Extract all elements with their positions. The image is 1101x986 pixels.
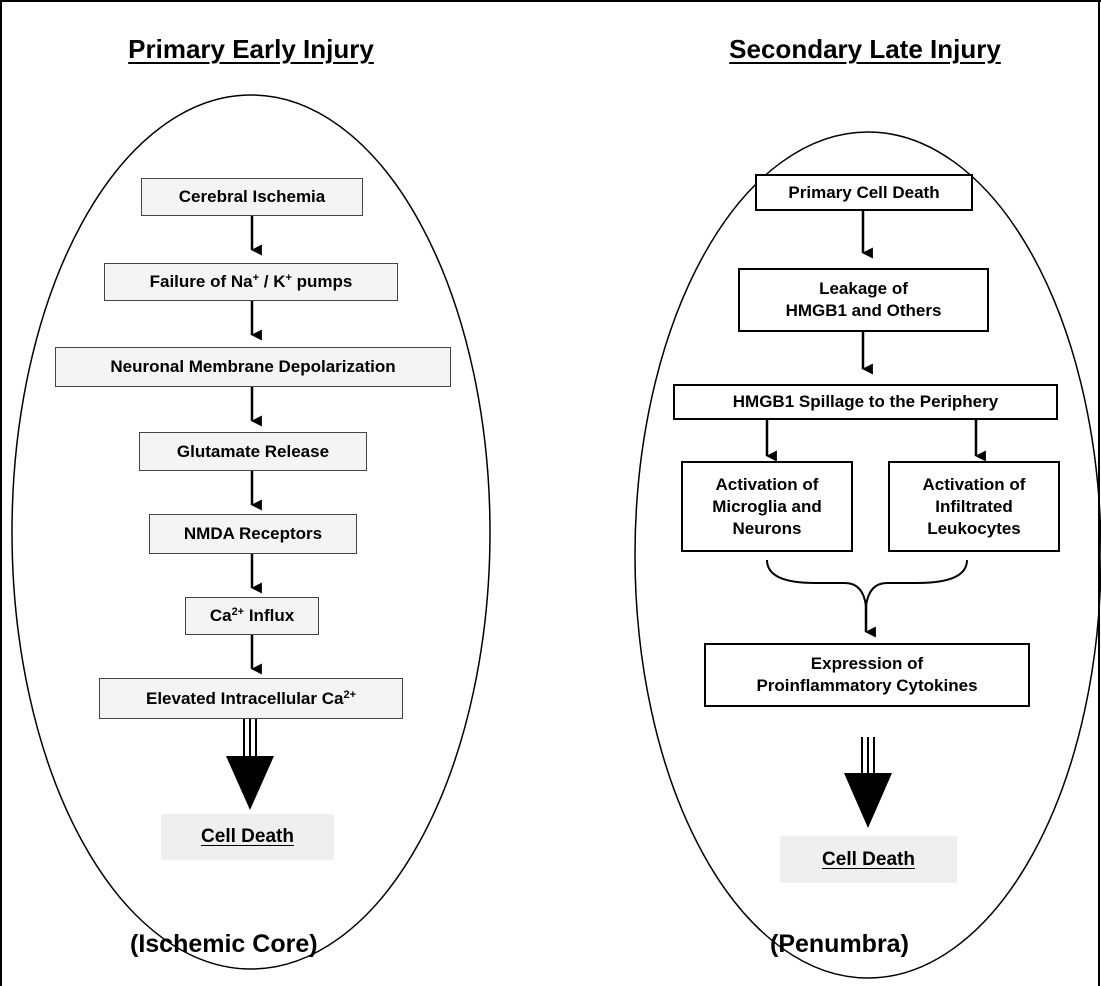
step-primary-cell-death: Primary Cell Death bbox=[755, 174, 973, 211]
ischemic-core-ellipse bbox=[11, 94, 491, 970]
penumbra-ellipse bbox=[634, 131, 1101, 979]
step-elevated-calcium-label: Elevated Intracellular Ca2+ bbox=[145, 688, 357, 708]
step-hmgb1-spillage-label: HMGB1 Spillage to the Periphery bbox=[732, 392, 999, 411]
step-pump-failure: Failure of Na+ / K+ pumps bbox=[104, 263, 398, 301]
step-hmgb1-spillage: HMGB1 Spillage to the Periphery bbox=[673, 384, 1058, 420]
step-glutamate-release-label: Glutamate Release bbox=[176, 441, 330, 461]
step-cerebral-ischemia-label: Cerebral Ischemia bbox=[178, 187, 326, 206]
step-nmda-receptors: NMDA Receptors bbox=[149, 514, 357, 554]
step-primary-cell-death-label: Primary Cell Death bbox=[788, 182, 940, 202]
merge-brace bbox=[766, 559, 968, 607]
step-calcium-influx-label: Ca2+ Influx bbox=[209, 606, 295, 625]
step-elevated-calcium: Elevated Intracellular Ca2+ bbox=[99, 678, 403, 719]
cell-death-right: Cell Death bbox=[780, 836, 957, 883]
cell-death-right-label: Cell Death bbox=[822, 848, 915, 870]
step-calcium-influx: Ca2+ Influx bbox=[185, 597, 319, 635]
step-membrane-depolarization: Neuronal Membrane Depolarization bbox=[55, 347, 451, 387]
primary-early-injury-title: Primary Early Injury bbox=[128, 34, 374, 64]
big-arrow-right bbox=[844, 737, 892, 828]
step-nmda-receptors-label: NMDA Receptors bbox=[183, 524, 323, 543]
step-membrane-depolarization-label: Neuronal Membrane Depolarization bbox=[110, 357, 396, 376]
step-cerebral-ischemia: Cerebral Ischemia bbox=[141, 178, 363, 216]
ischemic-core-label: (Ischemic Core) bbox=[130, 930, 318, 958]
big-arrow-left bbox=[226, 717, 274, 810]
secondary-late-injury-title: Secondary Late Injury bbox=[729, 34, 1001, 64]
penumbra-label: (Penumbra) bbox=[770, 930, 909, 958]
step-pump-failure-label: Failure of Na+ / K+ pumps bbox=[149, 272, 353, 291]
cell-death-left: Cell Death bbox=[161, 814, 334, 860]
step-glutamate-release: Glutamate Release bbox=[139, 432, 367, 471]
cell-death-left-label: Cell Death bbox=[201, 826, 294, 847]
